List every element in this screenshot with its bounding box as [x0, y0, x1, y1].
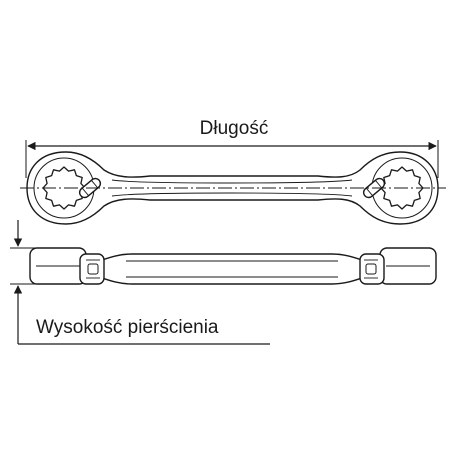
ring-height-dimension: Wysokość pierścienia — [10, 220, 270, 345]
length-label: Długość — [200, 118, 269, 139]
side-view-left-knob — [79, 253, 105, 285]
top-view-shank-lower-edge — [111, 192, 353, 197]
side-view-shank — [95, 253, 369, 285]
side-view-right-knob — [359, 253, 385, 285]
length-dimension: Długość — [25, 118, 439, 178]
top-view-shank-upper-edge — [111, 179, 353, 184]
top-view-outline — [26, 151, 439, 225]
ring-height-label: Wysokość pierścienia — [36, 317, 219, 338]
side-view-wrench — [29, 247, 437, 285]
